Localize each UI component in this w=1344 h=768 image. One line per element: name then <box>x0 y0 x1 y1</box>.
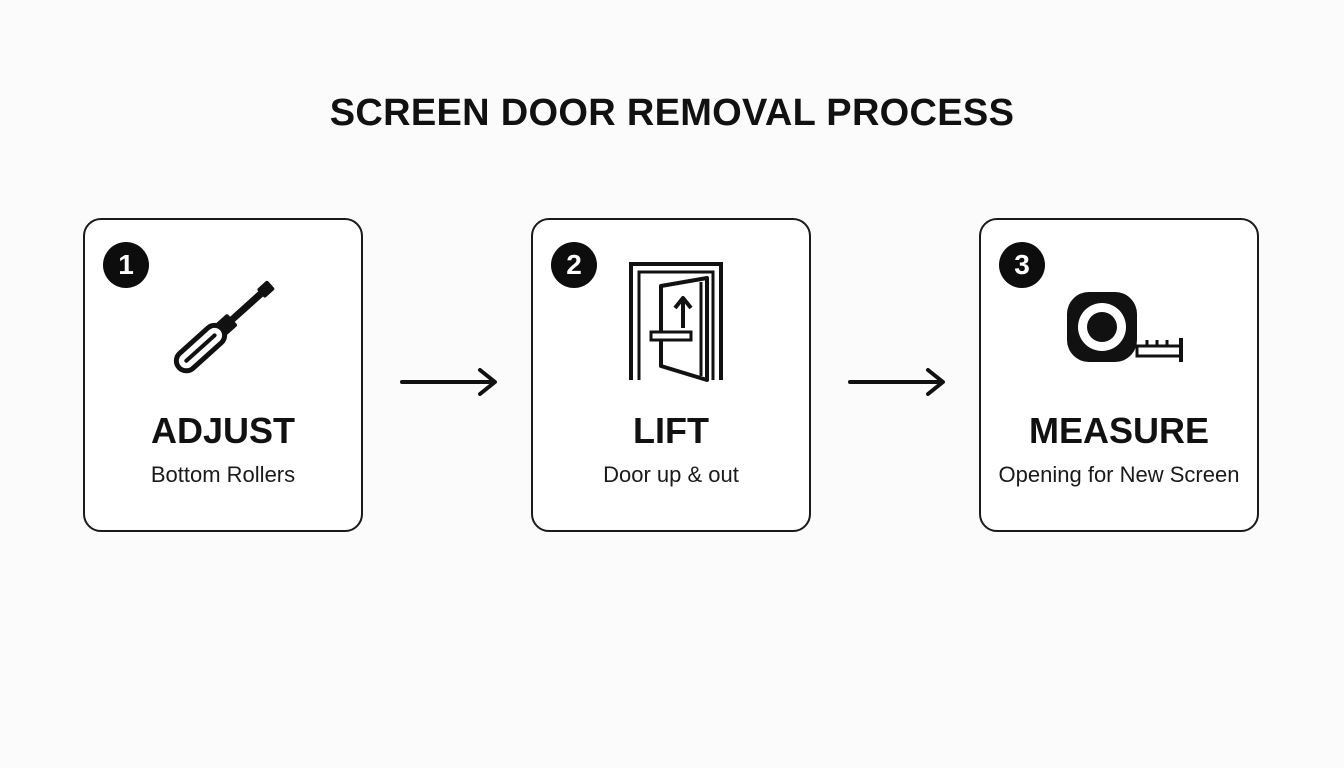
arrow-right-icon <box>398 364 502 400</box>
step-number-badge: 3 <box>999 242 1045 288</box>
step-title: LIFT <box>633 410 709 451</box>
step-number-badge: 2 <box>551 242 597 288</box>
step-subtitle: Door up & out <box>603 462 739 487</box>
step-card-adjust: 1 ADJUST Bottom Rollers <box>83 218 363 532</box>
step-title: MEASURE <box>1028 410 1210 451</box>
door-lift-icon <box>603 256 743 396</box>
tape-measure-icon <box>1051 256 1191 396</box>
step-title: ADJUST <box>150 410 296 451</box>
step-subtitle: Opening for New Screen <box>998 462 1240 487</box>
step-subtitle: Bottom Rollers <box>150 462 296 487</box>
arrow-right-icon <box>846 364 950 400</box>
step-number-badge: 1 <box>103 242 149 288</box>
step-card-measure: 3 MEASURE Opening for New Screen <box>979 218 1259 532</box>
step-card-lift: 2 LIFT Door up & out <box>531 218 811 532</box>
screwdriver-icon <box>155 256 295 396</box>
page-title: SCREEN DOOR REMOVAL PROCESS <box>329 92 1015 134</box>
